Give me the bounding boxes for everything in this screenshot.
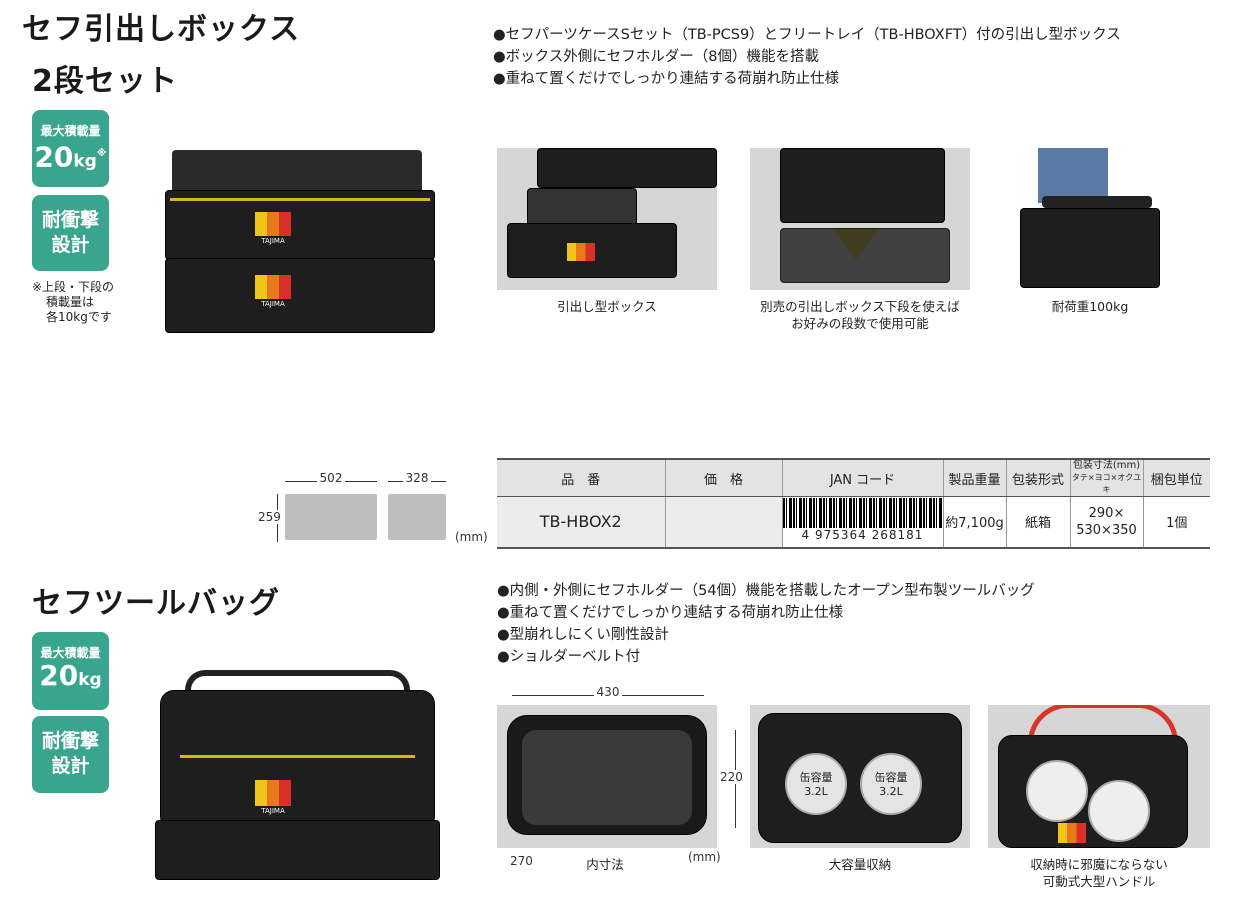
unit-label: (mm) [455, 530, 488, 544]
badge-mark: ※ [96, 148, 107, 159]
feature-list: ●内側・外側にセフホルダー（54個）機能を搭載したオープン型布製ツールバッグ ●… [497, 580, 1035, 668]
width-label: 502 [316, 471, 346, 485]
caption-line: 引出し型ボックス [557, 299, 657, 314]
header-price: 価 格 [665, 458, 783, 497]
size-line: 530×350 [1076, 522, 1137, 538]
size-line: 290× [1088, 505, 1125, 521]
header-unit: 梱包単位 [1143, 458, 1210, 497]
feature-item: ●重ねて置くだけでしっかり連結する荷崩れ防止仕様 [493, 71, 840, 87]
badge-line: 耐衝撃 [41, 730, 99, 752]
badge-label: 最大積載量 [40, 124, 101, 138]
photo-caption: 大容量収納 [750, 856, 970, 873]
feature-list: ●セフパーツケースSセット（TB-PCS9）とフリートレイ（TB-HBOXFT）… [493, 24, 1121, 90]
badge-unit: kg [78, 670, 102, 690]
cell-part-number: TB-HBOX2 [497, 496, 666, 549]
stacking-photo [750, 148, 970, 290]
caption-line: お好みの段数で使用可能 [791, 316, 929, 331]
cell-jan: 4 975364 268181 [782, 496, 944, 549]
max-load-badge: 最大積載量 20kg※ [32, 110, 109, 187]
photo-caption: 収納時に邪魔にならない可動式大型ハンドル [988, 856, 1210, 890]
cell-unit: 1個 [1143, 496, 1210, 549]
max-load-badge: 最大積載量 20kg [32, 632, 109, 710]
caption-line: 大容量収納 [828, 857, 892, 872]
feature-item: ●型崩れしにくい剛性設計 [497, 627, 669, 643]
header-package-size: 包装寸法(mm) タテ×ヨコ×オクユキ [1070, 458, 1144, 497]
logo-text: TAJIMA [261, 237, 285, 245]
badge-unit: kg [73, 151, 97, 172]
caption-line: 収納時に邪魔にならない [1030, 857, 1168, 872]
badge-line: 耐衝撃 [41, 209, 99, 231]
feature-item: ●内側・外側にセフホルダー（54個）機能を搭載したオープン型布製ツールバッグ [497, 583, 1035, 599]
can-label: 3.2L [879, 785, 903, 798]
shock-resistant-badge: 耐衝撃設計 [32, 716, 109, 793]
note-line: 積載量は [46, 295, 95, 309]
caption-line: 別売の引出しボックス下段を使えば [760, 299, 960, 314]
feature-item: ●セフパーツケースSセット（TB-PCS9）とフリートレイ（TB-HBOXFT）… [493, 27, 1121, 43]
logo-text: TAJIMA [261, 300, 285, 308]
shock-resistant-badge: 耐衝撃設計 [32, 195, 109, 271]
inner-dimensions-photo [497, 705, 717, 848]
badge-value: 20 [39, 659, 79, 692]
photo-caption: 別売の引出しボックス下段を使えばお好みの段数で使用可能 [740, 298, 980, 332]
spec-table: 品 番 価 格 JAN コード 製品重量 包装形式 包装寸法(mm) タテ×ヨコ×… [497, 458, 1210, 549]
drawer-box-product-image: TAJIMA TAJIMA [160, 150, 442, 338]
badge-label: 最大積載量 [40, 646, 101, 660]
section-title-drawer-box: セフ引出しボックス [22, 12, 301, 47]
photo-caption: 内寸法 [560, 856, 650, 873]
height-label: 220 [720, 770, 743, 784]
table-header-row: 品 番 価 格 JAN コード 製品重量 包装形式 包装寸法(mm) タテ×ヨコ×… [497, 458, 1210, 497]
tool-bag-product-image: TAJIMA [155, 670, 440, 885]
note-line: ※上段・下段の [32, 280, 115, 294]
feature-item: ●ショルダーベルト付 [497, 649, 641, 665]
section-subtitle: 2段セット [32, 64, 178, 99]
can-label: 缶容量 [799, 771, 833, 784]
note-line: 各10kgです [46, 310, 112, 324]
header-line: タテ×ヨコ×オクユキ [1071, 473, 1142, 494]
logo-text: TAJIMA [261, 807, 285, 815]
barcode: 4 975364 268181 [782, 497, 943, 542]
badge-value: 20 [34, 140, 74, 174]
depth-label: 270 [510, 854, 533, 868]
section-title-tool-bag: セフツールバッグ [32, 586, 280, 621]
drawer-open-photo [497, 148, 717, 290]
header-part-number: 品 番 [497, 458, 666, 497]
dimension-diagram: 502 328 259 (mm) [258, 471, 495, 546]
load-bearing-photo [1020, 148, 1160, 290]
badge-line: 設計 [51, 755, 90, 777]
cell-package-size: 290×530×350 [1070, 496, 1144, 549]
width-label: 430 [593, 685, 623, 699]
header-line: 包装寸法(mm) [1072, 460, 1141, 471]
cell-packaging: 紙箱 [1006, 496, 1071, 549]
photo-caption: 引出し型ボックス [497, 298, 717, 315]
load-note: ※上段・下段の 積載量は 各10kgです [32, 280, 114, 325]
movable-handle-photo [988, 705, 1210, 848]
header-jan: JAN コード [782, 458, 944, 497]
header-packaging: 包装形式 [1006, 458, 1071, 497]
caption-line: 耐荷重100kg [1051, 299, 1129, 314]
table-row: TB-HBOX2 4 975364 268181 約7,100g 紙箱 290×… [497, 496, 1210, 549]
feature-item: ●ボックス外側にセフホルダー（8個）機能を搭載 [493, 49, 819, 65]
caption-line: 内寸法 [586, 857, 624, 872]
cell-weight: 約7,100g [943, 496, 1007, 549]
height-label: 259 [258, 510, 281, 524]
badge-line: 設計 [51, 234, 90, 256]
depth-label: 328 [402, 471, 432, 485]
can-label: 缶容量 [874, 771, 908, 784]
header-weight: 製品重量 [943, 458, 1007, 497]
can-label: 3.2L [804, 785, 828, 798]
feature-item: ●重ねて置くだけでしっかり連結する荷崩れ防止仕様 [497, 605, 844, 621]
photo-caption: 耐荷重100kg [1020, 298, 1160, 315]
cell-price [665, 496, 783, 549]
unit-label: (mm) [688, 850, 721, 864]
inner-width-dimension: 430 [512, 685, 704, 699]
caption-line: 可動式大型ハンドル [1042, 874, 1156, 889]
jan-number: 4 975364 268181 [782, 527, 943, 542]
